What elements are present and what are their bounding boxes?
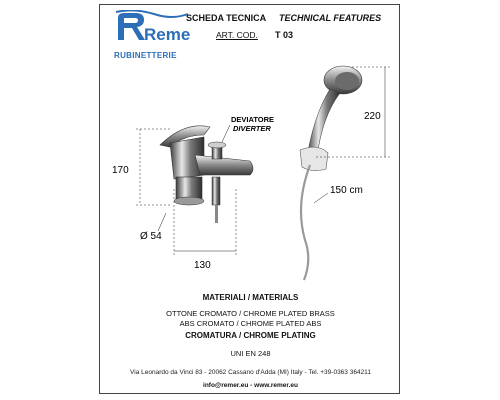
standard-line: UNI EN 248: [230, 349, 271, 358]
dim-diameter: Ø 54: [140, 231, 162, 242]
materials-line-1: OTTONE CROMATO / CHROME PLATED BRASS: [166, 309, 335, 318]
plating-line: CROMATURA / CHROME PLATING: [185, 331, 316, 340]
scheda-title: SCHEDA TECNICA: [186, 13, 267, 23]
art-cod-value: T 03: [275, 30, 294, 40]
footer-address: Via Leonardo da Vinci 83 - 20062 Cassano…: [130, 369, 371, 376]
product-drawing: 170 130 Ø 54 DEVIATORE DIVERTER 220 150 …: [112, 65, 390, 281]
mixer-body: [159, 125, 254, 223]
dim-width: 130: [194, 260, 211, 271]
brand-name: Remer: [144, 25, 190, 44]
diverter-label-en: DIVERTER: [233, 124, 271, 133]
art-cod-label: ART. COD.: [216, 30, 258, 40]
footer-contacts: info@remer.eu - www.remer.eu: [203, 382, 298, 389]
technical-sheet: Remer RUBINETTERIE SCHEDA TECNICA TECHNI…: [99, 4, 400, 394]
dim-hose: 150 cm: [330, 185, 363, 196]
dim-shower-height: 220: [364, 111, 381, 122]
technical-title: TECHNICAL FEATURES: [279, 13, 382, 23]
diverter-label-it: DEVIATORE: [231, 115, 274, 124]
remer-logo: Remer: [114, 9, 197, 60]
logo-graphic: Remer: [115, 9, 197, 44]
brand-subtitle: RUBINETTERIE: [114, 51, 177, 60]
dim-height: 170: [112, 165, 129, 176]
materials-line-2: ABS CROMATO / CHROME PLATED ABS: [179, 319, 322, 328]
hand-shower: [299, 65, 363, 281]
materials-title: MATERIALI / MATERIALS: [202, 293, 299, 302]
